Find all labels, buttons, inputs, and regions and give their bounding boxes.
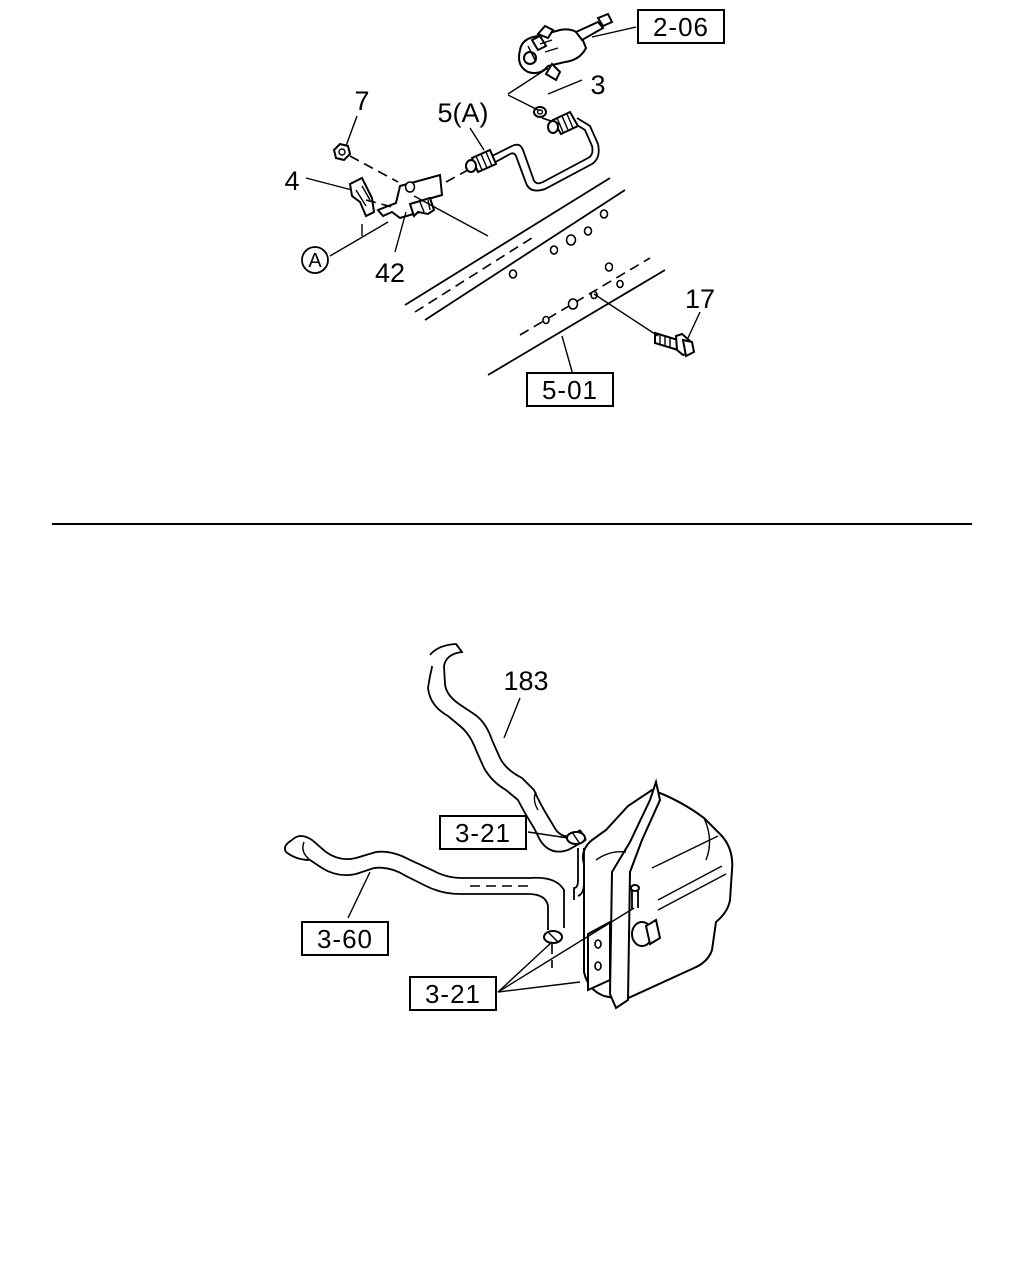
ref-3-60-label: 3-60 <box>317 924 373 954</box>
flange-bolt <box>654 331 696 358</box>
frame-rail <box>404 177 666 376</box>
ref-5-01-label: 5-01 <box>542 375 598 405</box>
ref-3-21-bottom-label: 3-21 <box>425 979 481 1009</box>
lower-diagram: 183 3-21 3-60 3-21 <box>283 643 734 1011</box>
callout-ref-5-01[interactable]: 5-01 <box>526 372 614 407</box>
upper-diagram: 2-06 3 5(A) 7 4 A 42 17 5-01 <box>284 9 725 407</box>
retaining-clip <box>348 176 376 218</box>
coolant-reservoir-tank <box>573 778 734 1010</box>
upper-leader-lines <box>305 26 701 376</box>
hose-clamp-upper <box>566 831 586 845</box>
ref-2-06-label: 2-06 <box>653 12 709 42</box>
clutch-master-cylinder <box>518 12 614 82</box>
part-42-label[interactable]: 42 <box>375 258 405 288</box>
hose-clamp-lower <box>543 930 563 944</box>
part-5a-label[interactable]: 5(A) <box>437 98 488 128</box>
hose-3-60 <box>283 835 565 930</box>
circle-a-callout[interactable]: A <box>301 246 329 274</box>
pipe-bracket <box>376 173 444 220</box>
clutch-pipe <box>465 110 600 192</box>
callout-ref-2-06[interactable]: 2-06 <box>637 9 725 44</box>
circle-a-label: A <box>308 250 322 272</box>
callout-ref-3-60[interactable]: 3-60 <box>301 921 389 956</box>
callout-ref-3-21-bottom[interactable]: 3-21 <box>409 976 497 1011</box>
part-183-label[interactable]: 183 <box>503 666 548 696</box>
part-3-label[interactable]: 3 <box>590 70 605 100</box>
nut <box>332 142 352 162</box>
part-7-label[interactable]: 7 <box>354 86 369 116</box>
part-17-label[interactable]: 17 <box>685 284 715 314</box>
ref-3-21-top-label: 3-21 <box>455 818 511 848</box>
callout-ref-3-21-top[interactable]: 3-21 <box>439 815 527 850</box>
part-4-label[interactable]: 4 <box>284 166 299 196</box>
lower-leader-lines <box>347 697 635 993</box>
